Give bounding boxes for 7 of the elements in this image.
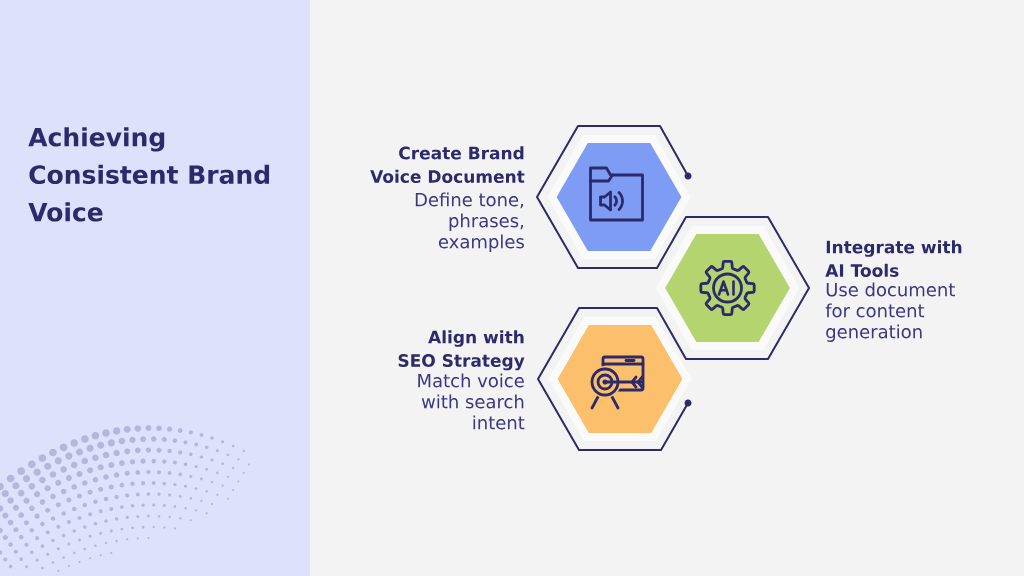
description: Define tone, phrases, examples [415,192,524,252]
heading: Align with SEO Strategy [398,330,525,371]
title: Achieving Consistent Brand Voice [28,127,270,222]
description: Use document for content generation [825,282,955,342]
heading: Integrate with AI Tools [825,240,962,277]
description: Match voice with search intent [418,373,525,430]
heading: Create Brand Voice Document [370,146,525,183]
